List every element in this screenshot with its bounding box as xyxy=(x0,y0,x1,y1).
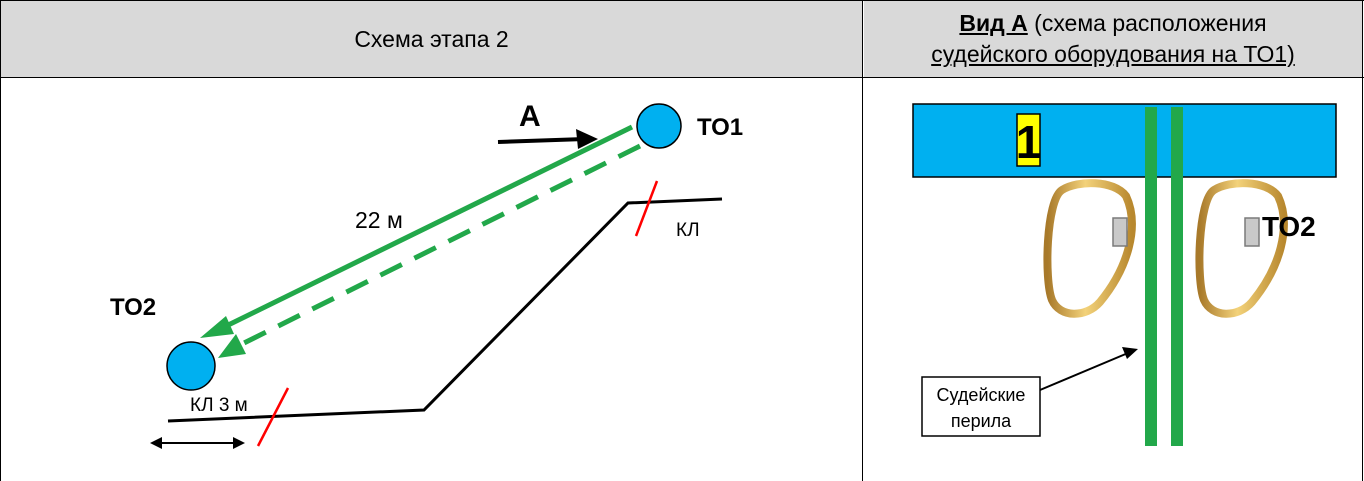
kl-label-top: КЛ xyxy=(676,220,700,241)
view-a-title-rest: (схема расположения xyxy=(1027,10,1267,36)
stage-scheme-diagram: А ТО1 ТО2 22 м КЛ КЛ 3 м xyxy=(110,100,743,449)
kl-mark-top xyxy=(634,180,659,237)
view-a-arrow xyxy=(497,137,586,144)
to2-point xyxy=(166,341,216,391)
kl-mark-bottom xyxy=(256,387,290,447)
top-border xyxy=(0,0,1364,1)
view-a-title-bold: Вид А xyxy=(959,10,1028,36)
terrain-line xyxy=(167,197,723,423)
distance-label: 22 м xyxy=(355,207,403,233)
rope-dashed xyxy=(234,143,642,350)
rope-solid xyxy=(214,124,634,334)
measure-arrowhead-right xyxy=(233,437,245,449)
header-view-a-title: Вид А (схема расположения судейского обо… xyxy=(864,1,1362,77)
to2-label: ТО2 xyxy=(110,294,156,321)
header-divider xyxy=(0,77,1364,78)
kl-3m-label: КЛ 3 м xyxy=(190,395,248,416)
measure-arrowhead-left xyxy=(150,437,162,449)
to1-label: ТО1 xyxy=(697,114,743,141)
right-border xyxy=(1362,0,1363,481)
view-a-arrow-label: А xyxy=(519,100,541,133)
rope-dashed-arrowhead xyxy=(218,334,246,358)
column-divider xyxy=(862,0,863,481)
rope-solid-arrowhead xyxy=(200,316,234,338)
scheme-title-text: Схема этапа 2 xyxy=(354,25,509,52)
left-border xyxy=(0,0,1,481)
header-scheme-title: Схема этапа 2 xyxy=(1,1,862,77)
to1-point xyxy=(636,103,682,149)
view-a-arrowhead xyxy=(576,129,598,149)
view-a-title-line2: судейского оборудования на ТО1) xyxy=(931,41,1295,67)
